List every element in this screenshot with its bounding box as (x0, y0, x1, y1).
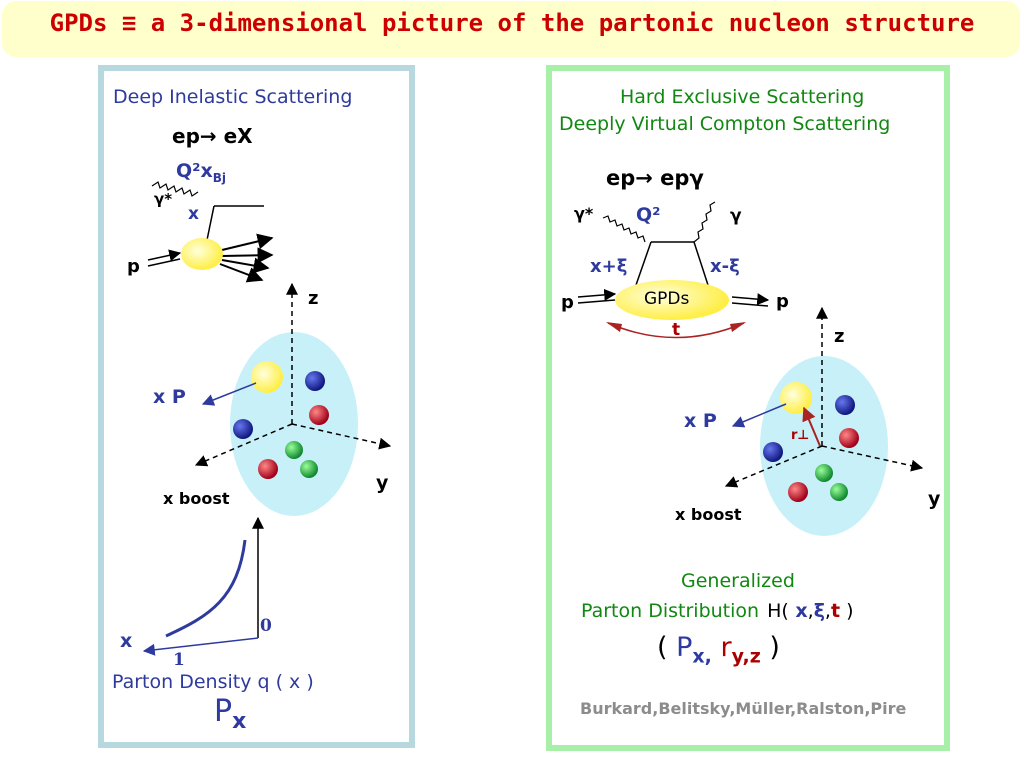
quark-red (839, 428, 859, 448)
quark-blue (233, 419, 253, 439)
x-plus-xi-label: x+ξ (590, 256, 628, 277)
dvcs-gamma-out: γ (730, 206, 742, 226)
dis-q2-label: Q²xBj (176, 160, 227, 185)
generalized-label: Generalized (681, 570, 795, 592)
gluon-green (300, 460, 318, 478)
parton-density-graph (142, 516, 264, 656)
gluon-green (815, 464, 833, 482)
dis-panel (98, 65, 415, 748)
dis-xp-label: x P (153, 386, 186, 408)
quark-red (309, 405, 329, 425)
dis-y-axis: y (376, 472, 389, 494)
quark-blue (763, 442, 783, 462)
parton-density-label: Parton Density q ( x ) (112, 671, 314, 693)
citation: Burkard,Belitsky,Müller,Ralston,Pire (580, 699, 907, 718)
dis-blob (181, 238, 223, 270)
quark-red (258, 459, 278, 479)
title-bar: GPDs ≡ a 3-dimensional picture of the pa… (2, 1, 1020, 57)
t-label: t (672, 320, 681, 340)
dvcs-heading-2: Deeply Virtual Compton Scattering (559, 113, 891, 135)
graph-one-label: 1 (173, 650, 185, 670)
dis-gamma-star: γ* (154, 190, 173, 208)
active-parton (251, 361, 283, 393)
dvcs-reaction: ep→ epγ (606, 166, 704, 190)
x-minus-xi-label: x-ξ (710, 256, 740, 277)
density-curve (165, 539, 247, 638)
dis-x-label: x (188, 204, 199, 224)
dvcs-z-axis: z (834, 326, 845, 347)
quark-red (788, 482, 808, 502)
dvcs-p-out: p (776, 291, 789, 312)
dis-p-label: p (127, 256, 140, 277)
quark-blue (835, 395, 855, 415)
graph-x-label: x (120, 630, 133, 652)
active-parton (780, 382, 812, 414)
gluon-green (830, 483, 848, 501)
gpds-blob-label: GPDs (644, 289, 690, 309)
quark-blue (305, 371, 325, 391)
dis-heading: Deep Inelastic Scattering (113, 86, 353, 108)
dis-reaction: ep→ eX (172, 124, 253, 148)
page-title: GPDs ≡ a 3-dimensional picture of the pa… (49, 9, 975, 37)
dvcs-p-in: p (561, 292, 574, 313)
dis-x-boost: x boost (163, 489, 230, 508)
gpd-blob (615, 280, 729, 320)
dvcs-heading-1: Hard Exclusive Scattering (620, 86, 865, 108)
px-ryz-label: ( Px, ry,z ) (657, 632, 780, 668)
gluon-green (285, 441, 303, 459)
dvcs-xp-label: x P (684, 410, 717, 432)
dvcs-gamma-star: γ* (574, 204, 594, 223)
dvcs-feynman-diagram (577, 201, 770, 339)
r-perp-label: r⊥ (791, 428, 810, 443)
dis-feynman-diagram (147, 181, 274, 283)
dis-z-axis: z (308, 288, 319, 309)
px-label: Px (214, 694, 247, 734)
r-perp-arrow (802, 406, 821, 447)
graph-zero-label: 0 (260, 616, 272, 636)
dvcs-nucleon-picture (724, 306, 924, 536)
dis-nucleon-picture (194, 282, 392, 516)
dvcs-q2-label: Q² (636, 204, 661, 226)
dvcs-y-axis: y (928, 488, 941, 510)
dvcs-x-boost: x boost (675, 505, 742, 524)
